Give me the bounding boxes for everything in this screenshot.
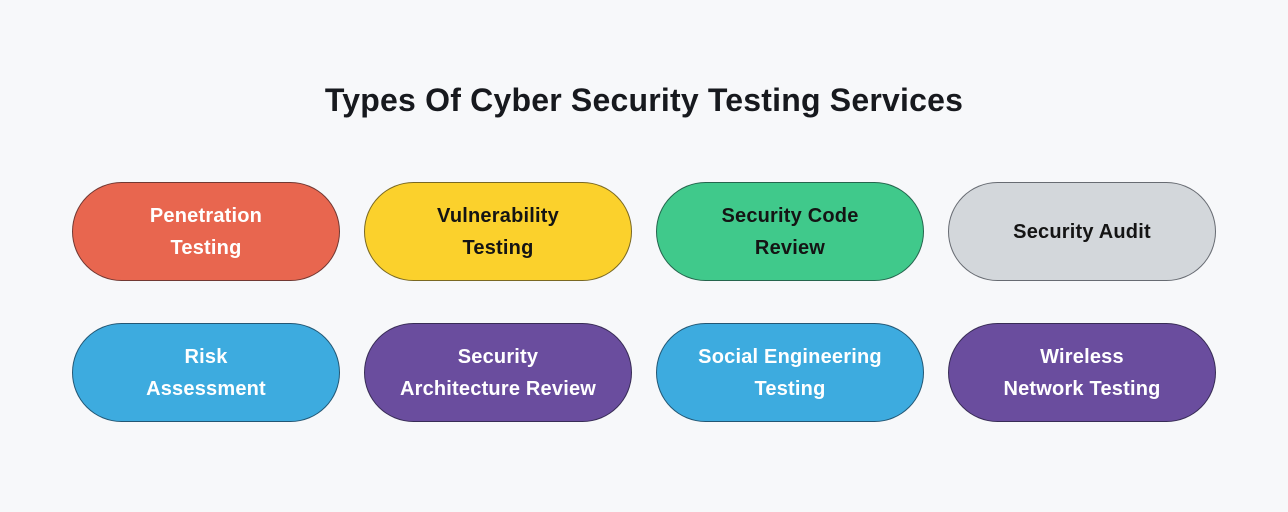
cards-grid: Penetration Testing Vulnerability Testin… (72, 182, 1216, 422)
page-title: Types Of Cyber Security Testing Services (324, 82, 964, 118)
card-security-architecture-review: Security Architecture Review (364, 323, 632, 422)
card-label: Wireless Network Testing (1003, 345, 1161, 400)
card-label: Security Audit (1013, 220, 1151, 243)
card-label: Vulnerability Testing (437, 204, 559, 259)
card-wireless-network-testing: Wireless Network Testing (948, 323, 1216, 422)
card-label: Security Code Review (721, 204, 859, 259)
card-label: Social Engineering Testing (698, 345, 882, 400)
card-label: Security Architecture Review (399, 345, 597, 400)
card-label: Risk Assessment (146, 345, 266, 400)
card-risk-assessment: Risk Assessment (72, 323, 340, 422)
card-social-engineering-testing: Social Engineering Testing (656, 323, 924, 422)
card-penetration-testing: Penetration Testing (72, 182, 340, 281)
card-security-code-review: Security Code Review (656, 182, 924, 281)
card-label: Penetration Testing (149, 204, 263, 259)
card-vulnerability-testing: Vulnerability Testing (364, 182, 632, 281)
card-security-audit: Security Audit (948, 182, 1216, 281)
